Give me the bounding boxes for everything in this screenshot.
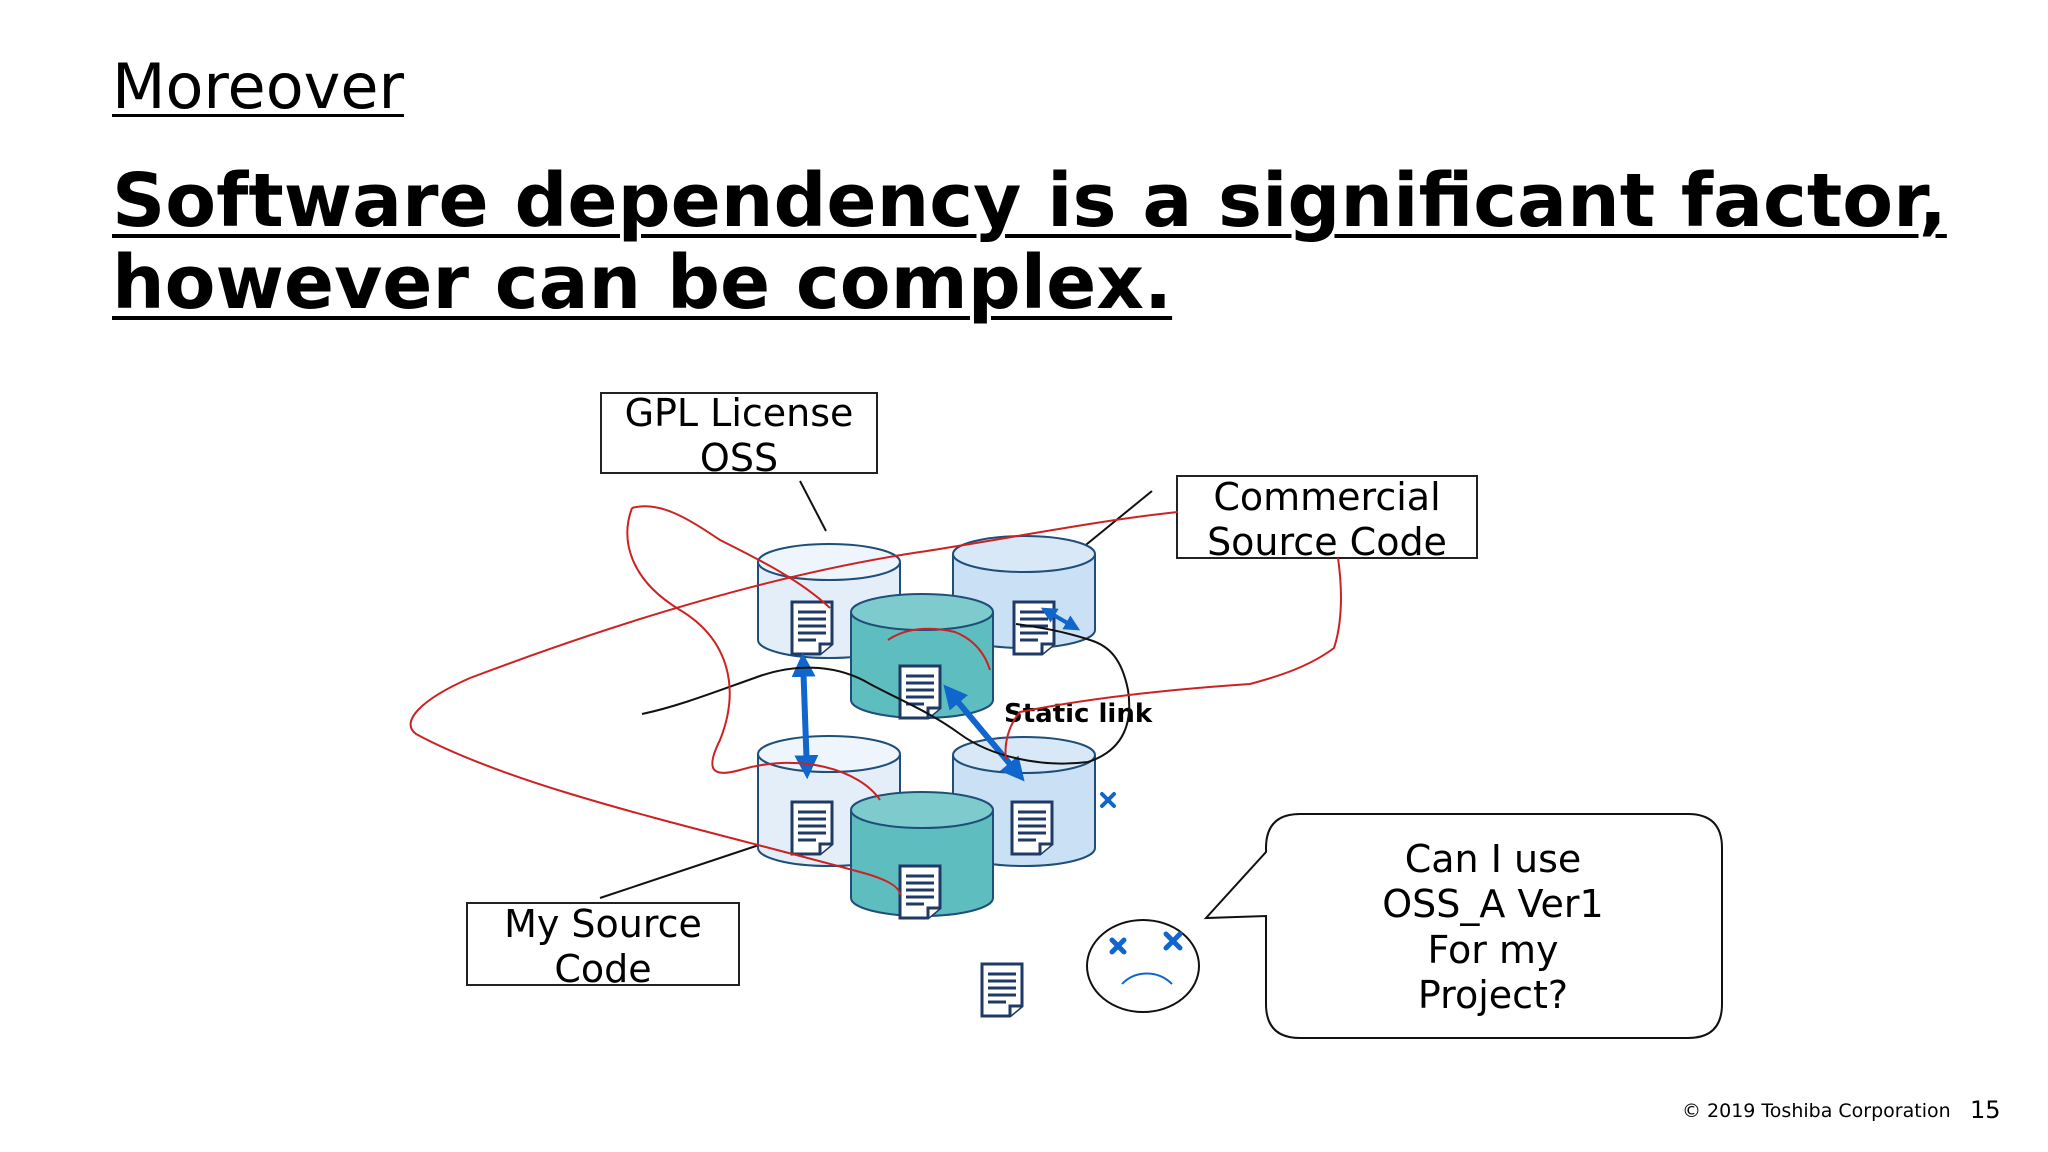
sad-face-icon [1086,919,1200,1013]
my-source-code-box: My Source Code [466,902,740,991]
cylinder-teal-lower [850,791,994,920]
gpl-license-box: GPL License OSS [600,391,878,480]
footer-copyright: © 2019 Toshiba Corporation [1682,1100,1951,1122]
bubble-line-4: Project? [1418,973,1568,1017]
headline-line-1: Software dependency is a significant fac… [112,158,1947,244]
gpl-box-line-1: GPL License [625,391,854,435]
my-source-box-line-2: Code [554,947,651,991]
speech-bubble: Can I use OSS_A Ver1 For my Project? [1203,813,1723,1039]
static-link-label: Static link [1004,699,1153,729]
x-mark-icon [1100,792,1116,808]
commercial-box-line-2: Source Code [1207,520,1447,564]
headline-line-2: however can be complex. [112,240,1173,326]
red-scribble-inner [887,627,991,671]
bubble-line-3: For my [1428,928,1559,972]
static-link-arrow-diagonal [943,684,1025,782]
document-icon [898,864,942,920]
document-icon [980,962,1024,1018]
page-number: 15 [1970,1096,2001,1124]
commercial-source-box: Commercial Source Code [1176,475,1478,564]
black-scribble-line [641,623,1131,765]
bubble-line-2: OSS_A Ver1 [1382,882,1603,926]
gpl-leader-line [799,480,827,532]
cylinder-teal-upper [850,593,994,720]
slide-headline: Software dependency is a significant fac… [112,160,1947,324]
slide-subtitle: Moreover [112,50,404,123]
document-icon [790,600,834,656]
my-source-leader-line [599,843,763,899]
red-scribble-top [631,505,831,609]
red-scribble-outer [409,511,1179,896]
red-scribble-left [626,507,881,801]
my-source-box-line-1: My Source [504,902,702,946]
bubble-line-1: Can I use [1405,837,1582,881]
small-arrow [1040,607,1081,631]
red-scribble-right [1004,557,1342,761]
document-icon [790,800,834,856]
document-icon [1010,800,1054,856]
commercial-box-line-1: Commercial [1213,475,1440,519]
gpl-box-line-2: OSS [700,436,778,480]
static-link-arrow-vertical [791,652,819,780]
